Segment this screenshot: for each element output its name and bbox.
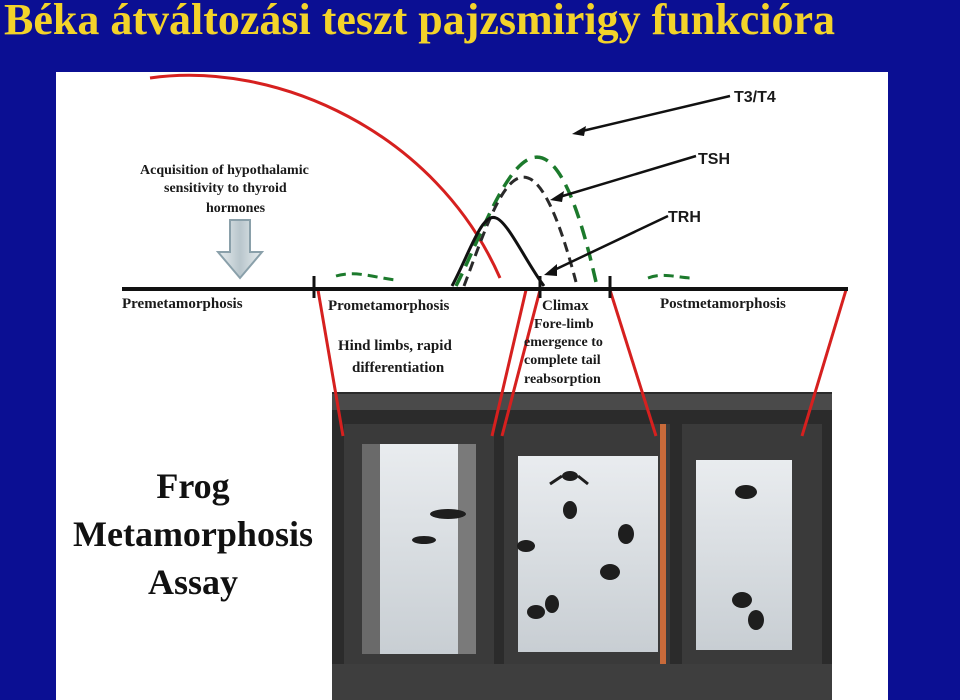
tsh-label: TSH <box>698 151 730 168</box>
t3t4-label: T3/T4 <box>734 89 776 106</box>
t3t4-baseline-trace <box>335 272 693 282</box>
assay-title-line-3: Assay <box>147 562 239 602</box>
prometamorphosis-note-line-2: differentiation <box>352 360 445 376</box>
hormone-arrowheads <box>544 126 586 276</box>
climax-note-line-3: complete tail <box>524 353 601 368</box>
stage-label-prometamorphosis: Prometamorphosis <box>328 298 450 314</box>
annotation-line-2: sensitivity to thyroid <box>164 181 287 196</box>
trh-curve <box>450 216 546 287</box>
climax-note-line-2: emergence to <box>524 335 603 350</box>
assay-title-line-1: Frog <box>156 466 230 506</box>
t3t4-curve <box>454 155 598 287</box>
assay-title-line-2: Metamorphosis <box>73 514 313 554</box>
metamorphosis-diagram: T3/T4 TSH TRH Acquisition of hypothalami… <box>122 73 848 700</box>
hormone-arrows <box>549 94 731 274</box>
sensitivity-annotation: Acquisition of hypothalamic sensitivity … <box>140 163 309 216</box>
tsh-curve <box>462 175 578 287</box>
metamorphosis-figure: T3/T4 TSH TRH Acquisition of hypothalami… <box>56 72 888 700</box>
slide-title: Béka átváltozási teszt pajzsmirigy funkc… <box>4 0 835 44</box>
stage-label-premetamorphosis: Premetamorphosis <box>122 296 243 312</box>
assay-title: Frog Metamorphosis Assay <box>56 462 330 606</box>
down-arrow-icon <box>215 219 265 280</box>
annotation-line-3: hormones <box>206 201 266 216</box>
stage-label-postmetamorphosis: Postmetamorphosis <box>660 296 786 312</box>
climax-note-line-1: Fore-limb <box>534 317 594 332</box>
stage-label-climax: Climax <box>542 298 589 314</box>
stage-guide-lines <box>316 289 848 437</box>
prometamorphosis-note-line-1: Hind limbs, rapid <box>338 338 452 354</box>
trh-label: TRH <box>668 209 701 226</box>
sensitivity-curve <box>149 73 502 279</box>
annotation-line-1: Acquisition of hypothalamic <box>140 163 309 178</box>
tank-photo <box>332 392 832 700</box>
climax-note-line-4: reabsorption <box>524 372 601 387</box>
